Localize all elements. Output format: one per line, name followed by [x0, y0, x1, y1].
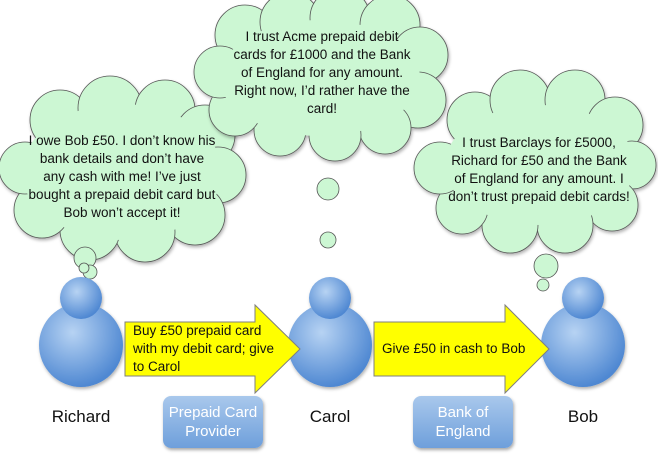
richard-thought-bubbles	[73, 246, 98, 280]
bob-thought-bubbles	[533, 253, 559, 292]
carol-thought-text: I trust Acme prepaid debit cards for £10…	[233, 29, 411, 116]
carol-label: Carol	[309, 407, 351, 426]
prepaid-card-provider-box: Prepaid Card Provider	[163, 396, 263, 448]
bob-label: Bob	[567, 407, 599, 426]
arrow-left-text: Buy £50 prepaid card with my debit card;…	[133, 323, 275, 374]
carol-thought-bubbles	[316, 177, 340, 289]
bob-figure	[541, 277, 625, 387]
bank-of-england-box: Bank of England	[413, 396, 513, 448]
arrow-right-text: Give £50 in cash to Bob	[382, 341, 526, 356]
richard-thought-cloud	[0, 75, 247, 263]
richard-figure	[39, 277, 123, 387]
bob-thought-text: I trust Barclays for £5000, Richard for …	[448, 135, 630, 204]
carol-figure	[288, 277, 372, 387]
carol-thought-cloud	[193, 0, 449, 162]
bob-thought-cloud	[413, 69, 657, 254]
arrow-right	[373, 303, 550, 395]
arrow-left	[124, 303, 301, 395]
richard-thought-text: I owe Bob £50. I don’t know his bank det…	[28, 133, 216, 220]
richard-label: Richard	[51, 407, 111, 426]
